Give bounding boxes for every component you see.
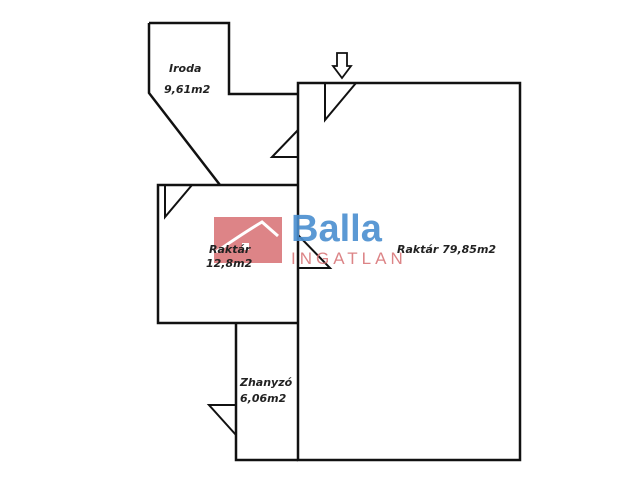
room-name: Zhanyzó [240,376,293,389]
room-name: Raktár [209,243,251,256]
wall-zhanyzo [234,323,298,462]
room-area: 12,8m2 [206,257,253,270]
door-icon [164,184,193,220]
watermark-sub: INGATLAN [291,249,407,268]
wall-raktar-small [156,183,298,325]
door-icon [297,234,333,269]
room-area: 9,61m2 [164,83,211,96]
door-icon [269,129,299,158]
entrance-arrow-icon [331,52,353,80]
room-label-raktar-small: Raktár 12,8m2 [206,243,252,271]
door-icon [324,82,357,123]
door-icon [206,404,237,436]
room-area: 6,06m2 [240,392,287,405]
room-name: Iroda [169,62,202,75]
watermark-brand: Balla [291,208,382,250]
wall-iroda [147,21,298,186]
watermark-logo-icon [214,217,282,263]
room-label-iroda: Iroda 9,61m2 [164,62,210,97]
room-label-zhanyzo: Zhanyzó 6,06m2 [240,376,292,406]
room-label-raktar-large: Raktár 79,85m2 [397,243,497,256]
wall-raktar-large [296,81,522,462]
